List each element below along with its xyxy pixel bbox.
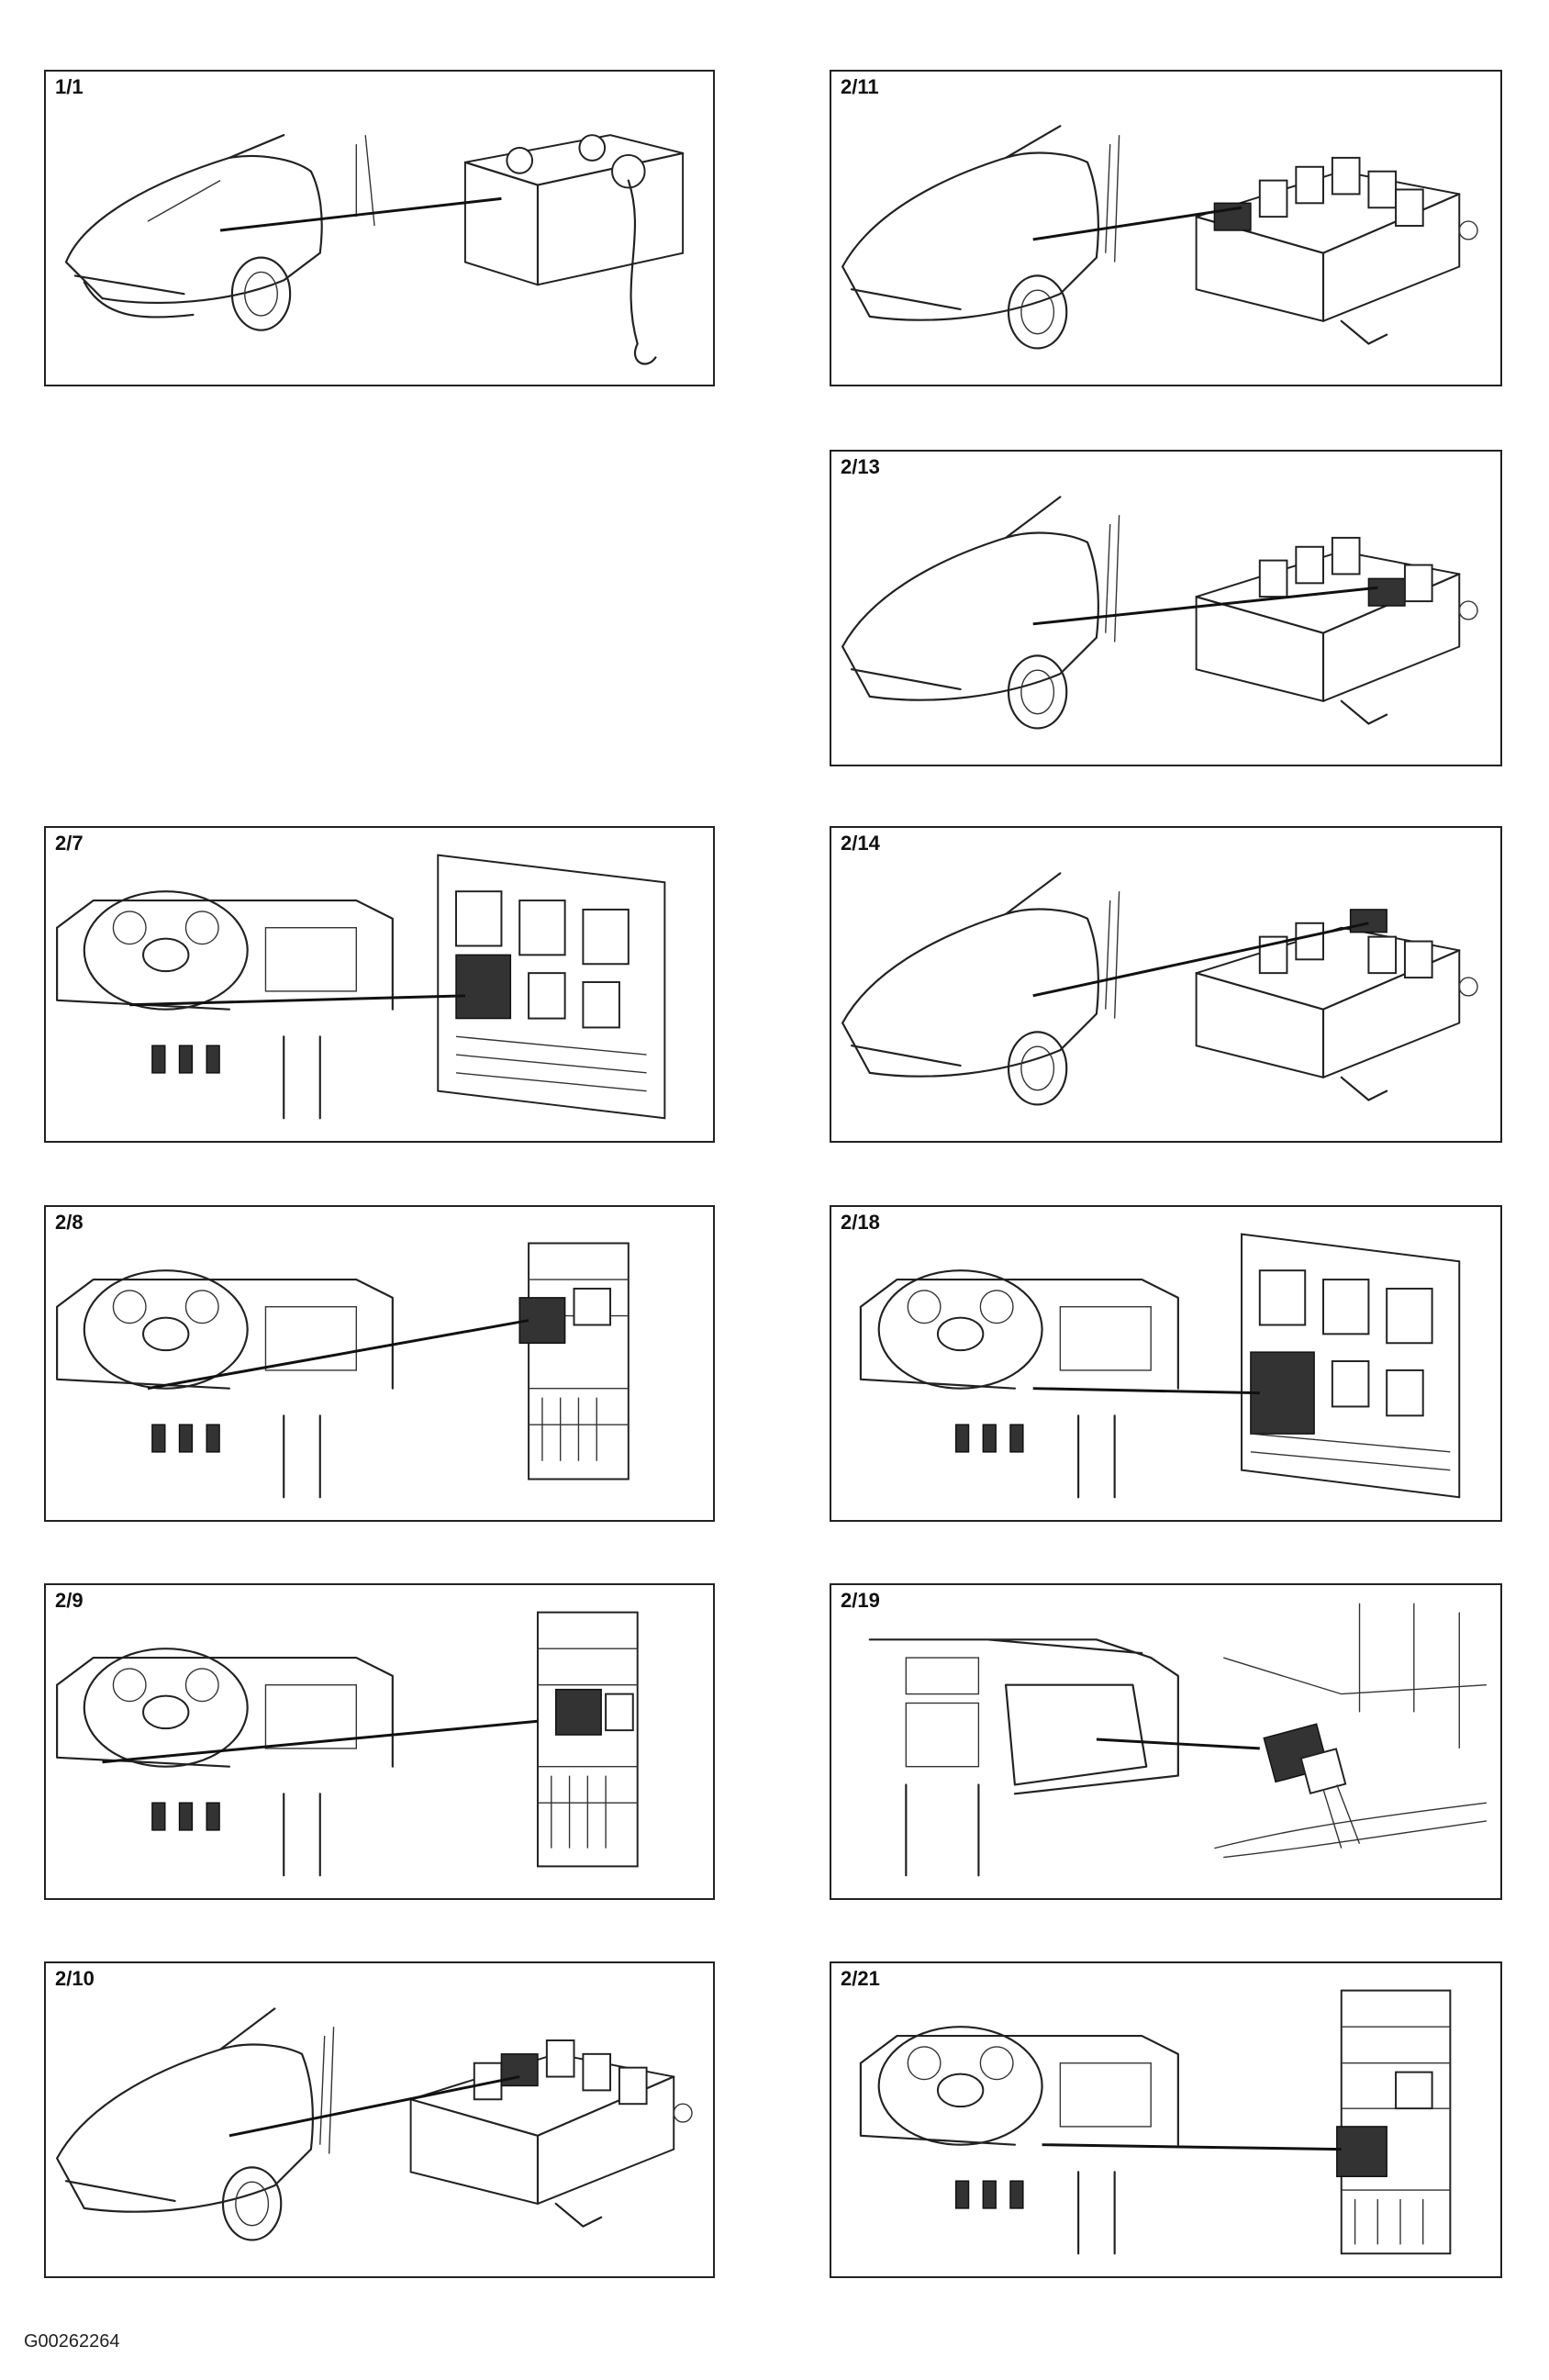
car-front-icon	[841, 872, 1120, 1106]
dashboard-glovebox-icon	[868, 1638, 1179, 1877]
dashboard-relay-panel-illustration	[859, 1233, 1461, 1499]
battery-icon	[463, 134, 685, 365]
fuse-relay-box-icon	[1195, 156, 1478, 345]
car-fusebox-illustration	[56, 2007, 693, 2241]
fuse-relay-box-icon	[1195, 536, 1478, 725]
panel-2-21: 2/21	[830, 1961, 1502, 2278]
panel-label: 1/1	[55, 75, 84, 98]
leader-line	[1032, 586, 1378, 626]
leader-line	[1042, 2143, 1342, 2151]
leader-line	[1096, 1738, 1260, 1750]
leader-line	[1032, 1387, 1260, 1395]
dashboard-tall-box-illustration	[859, 1989, 1452, 2255]
car-fusebox-illustration	[841, 872, 1478, 1106]
leader-line	[228, 2075, 520, 2138]
relay-panel-icon	[1241, 1233, 1461, 1499]
leader-line	[102, 1719, 539, 1764]
dashboard-icon	[56, 890, 394, 1120]
tall-fuse-box-icon	[1336, 1989, 1452, 2255]
panel-label: 2/10	[55, 1967, 95, 1990]
tall-fuse-box-icon	[536, 1611, 639, 1868]
dashboard-icon	[859, 2026, 1179, 2255]
panel-label: 2/9	[55, 1589, 84, 1612]
car-front-icon	[56, 2007, 335, 2241]
relay-panel-icon	[437, 854, 666, 1120]
panel-label: 2/13	[841, 455, 880, 478]
car-fusebox-illustration	[841, 125, 1478, 350]
leader-line	[1032, 206, 1243, 241]
dashboard-icon	[56, 1269, 394, 1499]
fuse-relay-box-icon	[1195, 909, 1478, 1101]
dashboard-tall-box-illustration	[56, 1611, 639, 1877]
car-front-icon	[841, 496, 1120, 730]
panel-label: 2/8	[55, 1211, 84, 1234]
panel-2-19: 2/19	[830, 1583, 1502, 1900]
figure-code: G00262264	[24, 2331, 120, 2352]
panel-2-11: 2/11	[830, 70, 1502, 386]
leader-line	[147, 1319, 529, 1391]
panel-2-9: 2/9	[44, 1583, 715, 1900]
dashboard-relay-panel-illustration	[56, 854, 666, 1120]
panel-label: 2/19	[841, 1589, 880, 1612]
panel-2-18: 2/18	[830, 1205, 1502, 1522]
panel-label: 2/18	[841, 1211, 880, 1234]
leader-line	[1032, 922, 1369, 998]
dashboard-icon	[56, 1648, 394, 1877]
panel-2-10: 2/10	[44, 1961, 715, 2278]
panel-2-8: 2/8	[44, 1205, 715, 1522]
glovebox-connector-illustration	[868, 1603, 1487, 1877]
fuse-relay-box-icon	[409, 2039, 693, 2228]
panel-label: 2/11	[841, 75, 879, 98]
wiring-connector-icon	[1214, 1603, 1487, 1859]
panel-label: 2/14	[841, 832, 880, 855]
panel-label: 2/21	[841, 1967, 880, 1990]
panel-2-13: 2/13	[830, 450, 1502, 766]
dashboard-tall-box-illustration	[56, 1242, 630, 1499]
panel-2-14: 2/14	[830, 826, 1502, 1143]
panel-2-7: 2/7	[44, 826, 715, 1143]
car-fusebox-illustration	[841, 496, 1478, 730]
car-front-icon	[841, 125, 1120, 350]
leader-line	[129, 994, 465, 1007]
dashboard-icon	[859, 1269, 1179, 1499]
panel-1-1: 1/1	[44, 70, 715, 386]
car-front-icon	[64, 134, 375, 331]
car-battery-illustration	[64, 134, 685, 365]
leader-line	[219, 196, 502, 232]
tall-fuse-box-icon	[518, 1242, 630, 1481]
panel-label: 2/7	[55, 832, 84, 855]
